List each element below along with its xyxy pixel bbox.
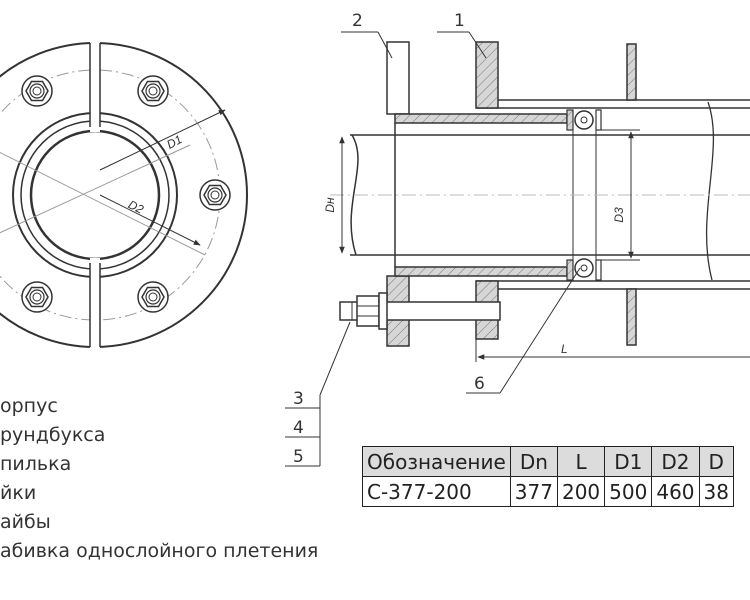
- table-header-cell: D2: [651, 446, 700, 477]
- bolt-icon: [137, 281, 169, 313]
- table-cell: 200: [556, 476, 606, 507]
- dim-dh-label: Dн: [323, 197, 337, 213]
- table-header-row: Обозначение Dn L D1 D2 D: [362, 446, 734, 477]
- table-header-cell: D: [698, 446, 734, 477]
- table-cell: 38: [698, 476, 734, 507]
- table-header-cell: D1: [604, 446, 653, 477]
- callout-3: 3: [293, 389, 304, 409]
- table-cell: С-377-200: [362, 476, 511, 507]
- dim-l-label: L: [561, 342, 568, 356]
- flange-front-view: [0, 40, 248, 350]
- callout-2: 2: [352, 11, 363, 31]
- bolt-icon: [21, 281, 53, 313]
- legend-item: йки: [0, 482, 37, 504]
- bolt-icon: [199, 179, 231, 211]
- legend-item: пилька: [0, 453, 72, 475]
- bolt-icon: [137, 75, 169, 107]
- legend-item: айбы: [0, 511, 51, 533]
- table-header-cell: Обозначение: [362, 446, 511, 477]
- table-header-cell: Dn: [509, 446, 558, 477]
- legend-item: абивка однослойного плетения: [0, 540, 319, 562]
- callout-6: 6: [474, 374, 485, 394]
- legend-item: орпус: [0, 395, 58, 417]
- table-cell: 460: [651, 476, 700, 507]
- callout-1: 1: [454, 11, 465, 31]
- parts-legend: орпус рундбукса пилька йки айбы абивка о…: [0, 392, 318, 566]
- dim-d2-label: D2: [126, 197, 146, 216]
- bolt-icon: [21, 75, 53, 107]
- table-row: С-377-200 377 200 500 460 38: [362, 476, 734, 507]
- dim-d3-label: D3: [612, 207, 626, 223]
- legend-item: рундбукса: [0, 424, 106, 446]
- table-cell: 500: [604, 476, 653, 507]
- spec-table: Обозначение Dn L D1 D2 D С-377-200 377 2…: [362, 446, 734, 507]
- table-header-cell: L: [556, 446, 606, 477]
- dim-d1-label: D1: [164, 132, 184, 152]
- callout-5: 5: [293, 447, 304, 467]
- table-cell: 377: [509, 476, 558, 507]
- section-view: [285, 31, 750, 467]
- callout-4: 4: [293, 418, 304, 438]
